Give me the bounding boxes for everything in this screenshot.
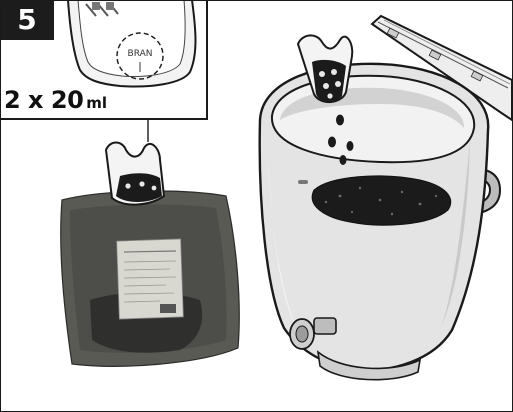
page-frame <box>0 0 513 412</box>
instruction-step-page: BRAN 5 2 x 20ml <box>0 0 513 412</box>
